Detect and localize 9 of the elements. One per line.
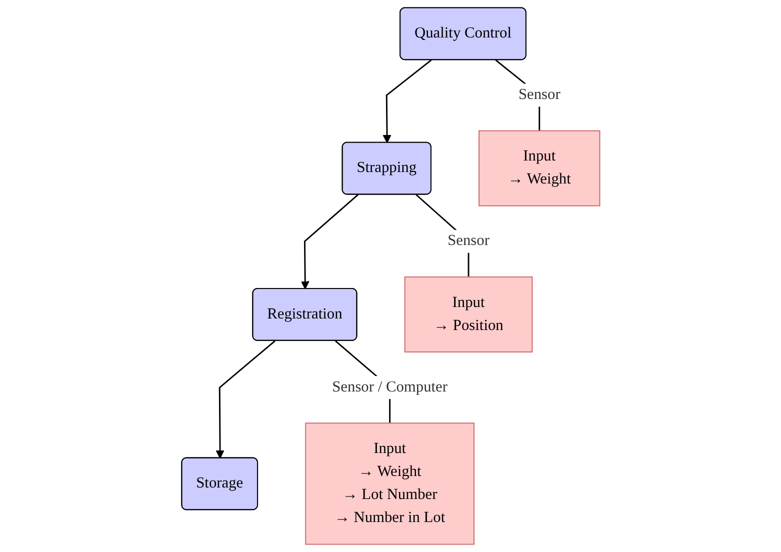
node-box: Input → Weight [478,130,600,206]
node-box: Input → Position [404,276,532,352]
edge-label: Sensor [518,86,560,103]
node-box: Input → Weight → Lot Number → Number in Lot [304,422,474,545]
arrow [216,340,276,459]
arrow [300,194,358,290]
arrow [382,60,432,144]
edge-label: Sensor [447,232,490,250]
edge-label: Sensor / Computer [332,378,448,396]
